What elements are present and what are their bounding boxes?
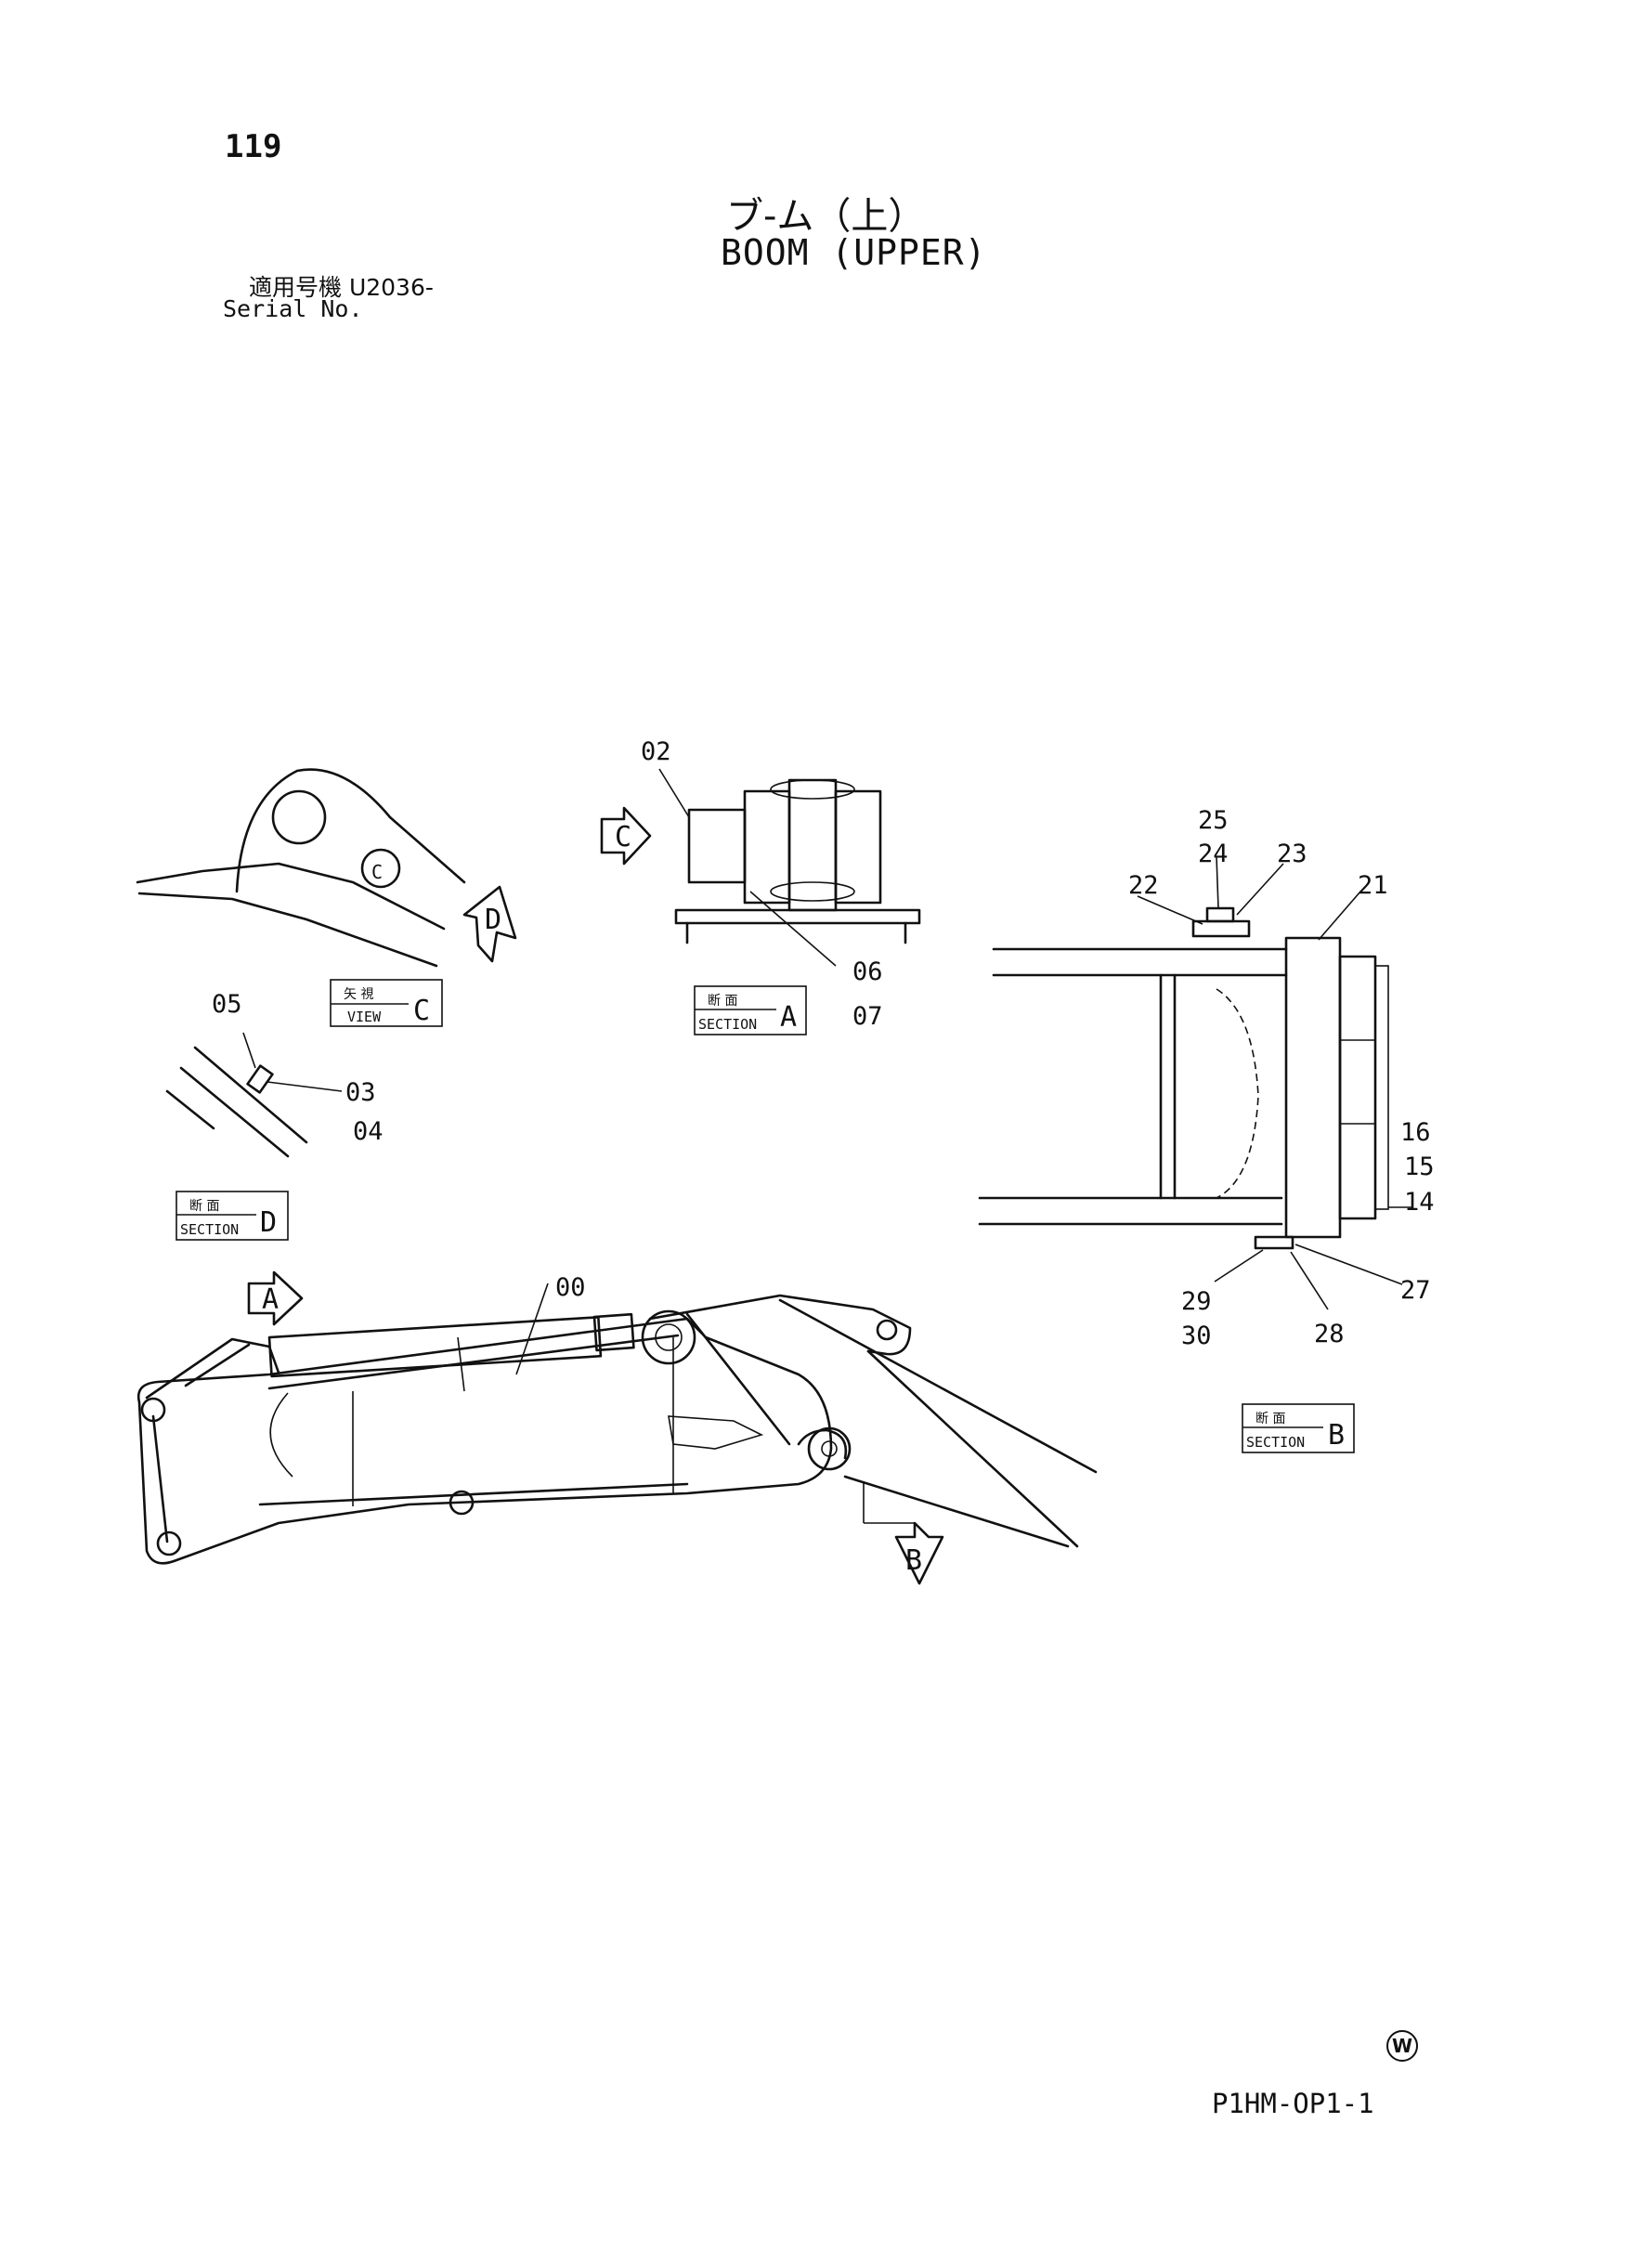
part-label-28: 28 [1314,1320,1345,1348]
section-b-letter: B [1328,1419,1345,1452]
arrow-b: B [863,1481,944,1585]
document-code: P1HM-OP1-1 [1212,2088,1374,2119]
serial-label-english: Serial No. [223,295,363,322]
part-label-25: 25 [1198,806,1229,835]
view-c-jp: 矢 視 [344,987,373,1002]
serial-label-japanese: 適用号機 U2036- [249,274,434,301]
section-b-tag: 断 面 SECTION B [1242,1403,1355,1453]
view-c-letter: C [413,995,430,1027]
part-labels: 02 06 07 05 03 04 00 25 24 23 22 21 16 1… [212,737,1435,1350]
arrow-a: A [247,1270,304,1326]
part-label-02: 02 [641,737,671,766]
section-b-en: SECTION [1246,1434,1305,1451]
section-a-jp: 断 面 [708,994,737,1009]
part-label-04: 04 [353,1117,384,1146]
section-b-jp: 断 面 [1255,1412,1285,1426]
section-d-tag: 断 面 SECTION D [176,1191,289,1241]
part-label-29: 29 [1181,1287,1212,1316]
section-d-drawing [165,1032,343,1158]
view-c-tag: 矢 視 VIEW C [330,979,443,1027]
part-label-05: 05 [212,990,242,1019]
part-label-14: 14 [1404,1188,1435,1217]
section-a-en: SECTION [698,1016,757,1033]
part-label-23: 23 [1277,840,1307,868]
part-label-15: 15 [1404,1153,1435,1181]
boom-main-drawing [137,1283,1098,1565]
arrow-c: C [600,806,652,866]
arrow-a-letter: A [262,1283,279,1316]
part-label-22: 22 [1128,871,1159,900]
view-c-drawing: C [136,768,466,968]
view-c-en: VIEW [347,1009,382,1025]
view-c-circle-label: C [371,861,383,883]
part-label-03: 03 [345,1078,376,1107]
part-label-30: 30 [1181,1322,1212,1350]
section-a-tag: 断 面 SECTION A [694,985,807,1035]
part-label-00: 00 [555,1273,586,1302]
section-a-letter: A [780,1001,797,1034]
part-label-27: 27 [1400,1276,1431,1305]
section-d-en: SECTION [180,1221,239,1238]
arrow-d-letter: D [485,904,501,936]
part-label-16: 16 [1400,1118,1431,1147]
arrow-c-letter: C [615,821,631,853]
title-english: BOOM (UPPER) [721,232,987,273]
part-label-07: 07 [852,1002,883,1031]
part-label-24: 24 [1198,840,1229,868]
part-label-21: 21 [1358,871,1388,900]
title-japanese: ブ-ム（上） [726,195,926,238]
section-b-drawing [978,855,1411,1310]
arrow-b-letter: B [905,1544,922,1577]
page-number: 119 [225,128,282,165]
section-a-drawing [674,778,921,967]
watermark-symbol: W [1386,2030,1418,2062]
arrow-d: D [462,885,517,963]
section-d-jp: 断 面 [189,1199,219,1214]
section-d-letter: D [260,1206,277,1239]
part-label-06: 06 [852,957,883,986]
